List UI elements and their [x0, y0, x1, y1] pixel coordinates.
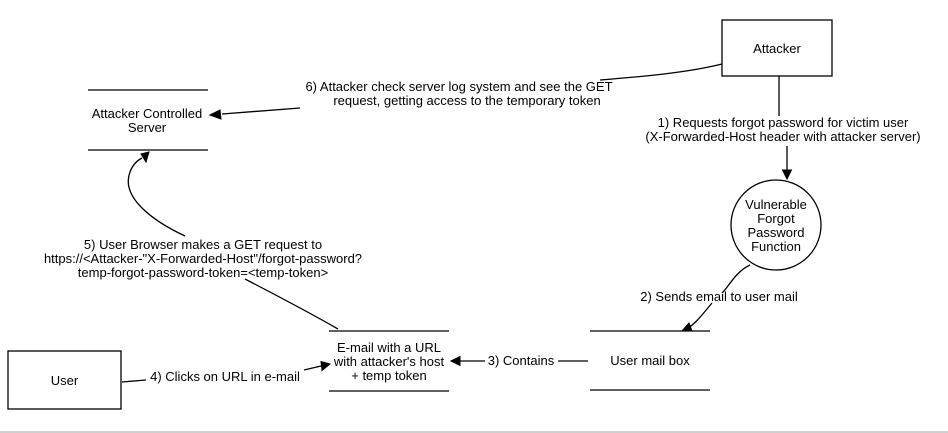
- edge-step5: 5) User Browser makes a GET request to h…: [44, 151, 362, 330]
- attacker-server-label-line1: Attacker Controlled: [92, 106, 203, 121]
- step3-label: 3) Contains: [488, 353, 555, 368]
- vulnerable-label-line4: Function: [751, 239, 801, 254]
- edge-step2: 2) Sends email to user mail: [640, 264, 798, 332]
- step2-label: 2) Sends email to user mail: [640, 289, 798, 304]
- mailbox-node: User mail box: [590, 330, 710, 391]
- email-label-line3: + temp token: [351, 368, 427, 383]
- vulnerable-function-node: Vulnerable Forgot Password Function: [730, 179, 822, 271]
- attacker-node: Attacker: [721, 19, 833, 77]
- edge-step4: 4) Clicks on URL in e-mail: [121, 360, 332, 384]
- step1-label-line2: (X-Forwarded-Host header with attacker s…: [645, 129, 920, 144]
- step5-label-line2: https://<Attacker-"X-Forwarded-Host"/for…: [44, 251, 362, 266]
- vulnerable-label-line1: Vulnerable: [745, 197, 807, 212]
- edge-step3: 3) Contains: [449, 353, 588, 368]
- step1-label-line1: 1) Requests forgot password for victim u…: [658, 115, 909, 130]
- step6-label-line1: 6) Attacker check server log system and …: [305, 79, 612, 94]
- step6-label-line2: request, getting access to the temporary…: [333, 93, 600, 108]
- user-label: User: [51, 373, 79, 388]
- attacker-label: Attacker: [753, 41, 801, 56]
- edge-step6: 6) Attacker check server log system and …: [208, 63, 723, 120]
- step5-label-line1: 5) User Browser makes a GET request to: [84, 237, 322, 252]
- email-label-line1: E-mail with a URL: [337, 340, 441, 355]
- step5-label-line3: temp-forgot-password-token=<temp-token>: [78, 265, 328, 280]
- mailbox-label: User mail box: [610, 353, 690, 368]
- step4-label: 4) Clicks on URL in e-mail: [150, 369, 300, 384]
- vulnerable-label-line2: Forgot: [757, 211, 795, 226]
- email-label-line2: with attacker's host: [333, 354, 445, 369]
- attacker-server-node: Attacker Controlled Server: [88, 89, 208, 151]
- user-node: User: [7, 350, 122, 410]
- vulnerable-label-line3: Password: [747, 225, 804, 240]
- email-node: E-mail with a URL with attacker's host +…: [329, 330, 449, 392]
- edge-step1: 1) Requests forgot password for victim u…: [645, 76, 921, 181]
- attacker-server-label-line2: Server: [128, 120, 167, 135]
